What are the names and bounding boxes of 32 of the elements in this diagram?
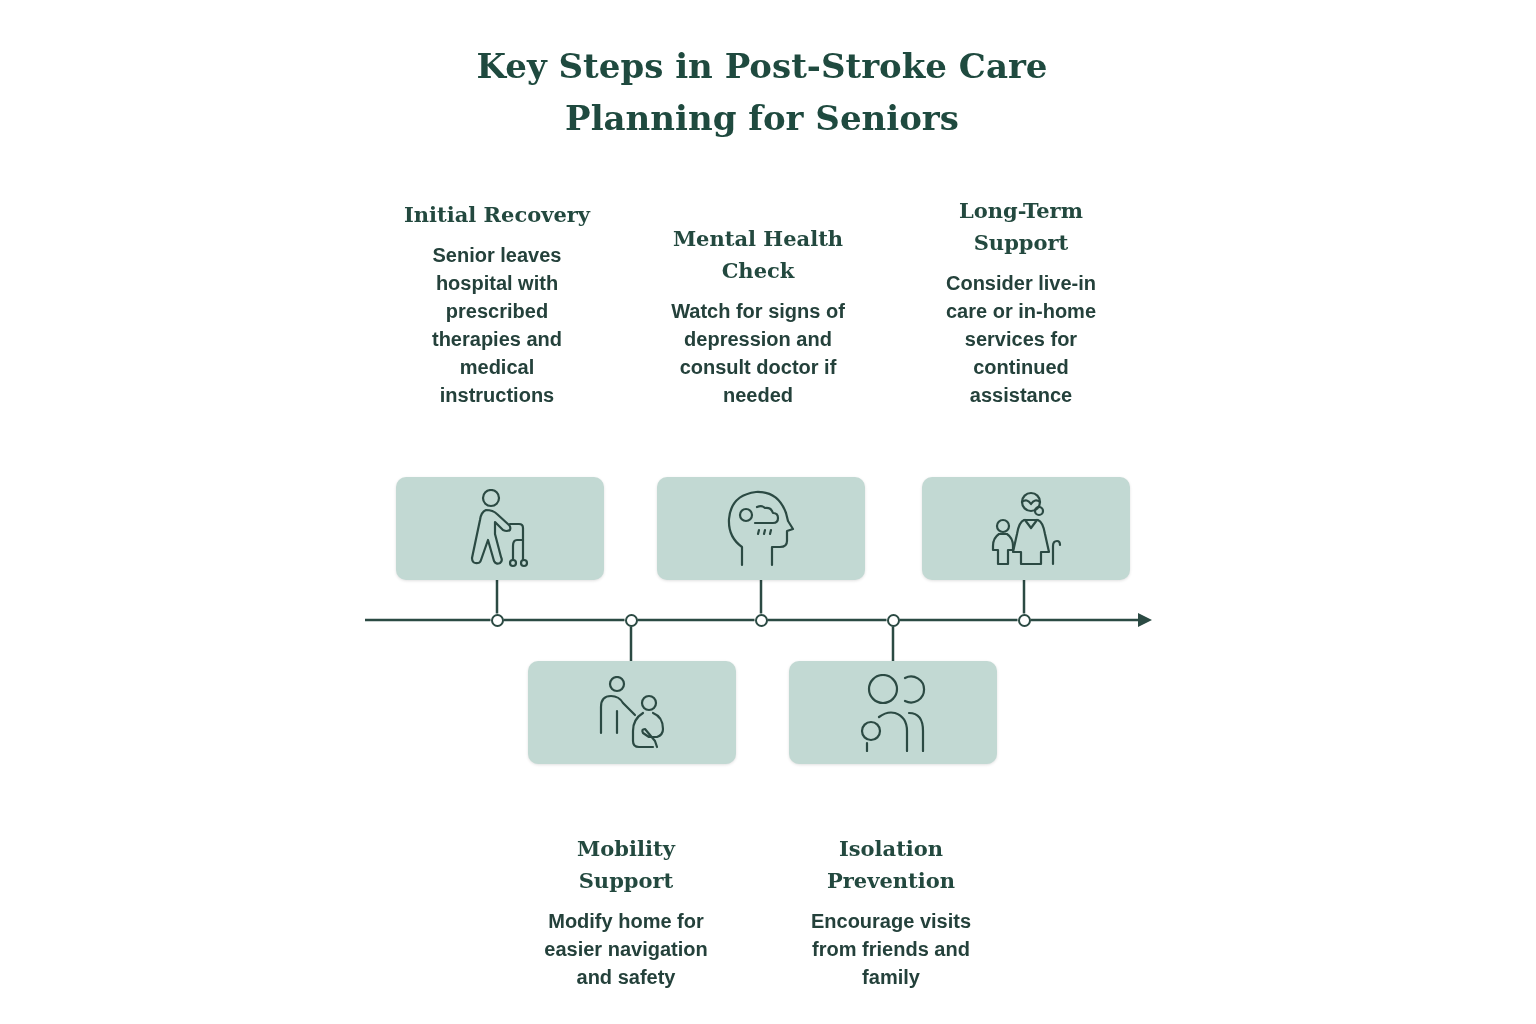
timeline-line — [637, 618, 755, 622]
step-description: Senior leaves hospital with prescribed therapies and medical instructions — [430, 243, 563, 408]
picture-tile — [789, 661, 997, 764]
diagram-title: Key Steps in Post-Stroke Care Planning for Seniors — [475, 45, 1049, 140]
timeline-line — [899, 618, 1018, 622]
timeline-dot — [886, 613, 900, 627]
connector-line — [629, 626, 633, 661]
connector-line — [495, 580, 499, 614]
picture-tile — [657, 477, 865, 580]
step-heading: Isolation Prevention — [826, 835, 956, 895]
timeline-dot — [624, 613, 638, 627]
step-heading: Initial Recovery — [403, 201, 591, 229]
step-description: Watch for signs of depression and consult doctor if needed — [670, 299, 846, 408]
timeline-dot — [754, 613, 768, 627]
step-description: Consider live-in care or in-home services for continued assistance — [944, 271, 1097, 408]
timeline-dot — [1017, 613, 1031, 627]
timeline-dot — [490, 613, 504, 627]
step-heading: Mobility Support — [576, 835, 677, 895]
connector-line — [759, 580, 763, 614]
timeline-line — [503, 618, 625, 622]
picture-tile — [396, 477, 604, 580]
connector-line — [891, 626, 895, 661]
timeline-arrow — [1030, 613, 1152, 627]
step-heading: Long-Term Support — [958, 197, 1084, 257]
step-heading: Mental Health Check — [671, 225, 845, 285]
picture-tile — [528, 661, 736, 764]
timeline-line — [767, 618, 887, 622]
picture-tile — [922, 477, 1130, 580]
connector-line — [1022, 580, 1026, 614]
step-description: Modify home for easier navigation and safety — [543, 909, 709, 990]
timeline-line — [365, 618, 491, 622]
step-description: Encourage visits from friends and family — [809, 909, 973, 990]
